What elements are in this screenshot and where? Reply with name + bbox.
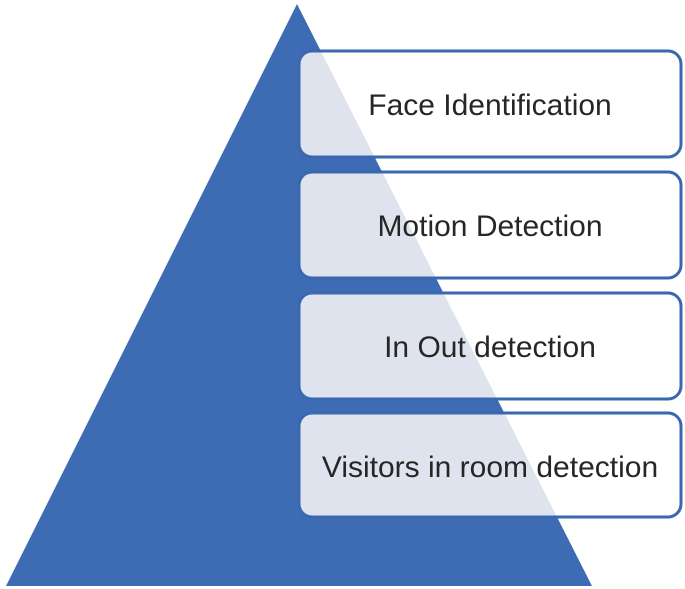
level-box-border-2 bbox=[297, 170, 683, 280]
level-label-motion-detection: Motion Detection bbox=[377, 210, 602, 243]
pyramid-overlay-through-boxes bbox=[299, 51, 592, 517]
level-box-border-4 bbox=[297, 411, 683, 519]
level-box-border-3 bbox=[297, 291, 683, 401]
level-box-border-1 bbox=[297, 49, 683, 159]
level-box-fill-1 bbox=[299, 51, 681, 157]
level-label-in-out-detection: In Out detection bbox=[384, 331, 596, 364]
level-box-borders bbox=[297, 49, 683, 519]
level-label-visitors-in-room-detection: Visitors in room detection bbox=[322, 451, 658, 484]
level-label-face-identification: Face Identification bbox=[368, 89, 611, 122]
